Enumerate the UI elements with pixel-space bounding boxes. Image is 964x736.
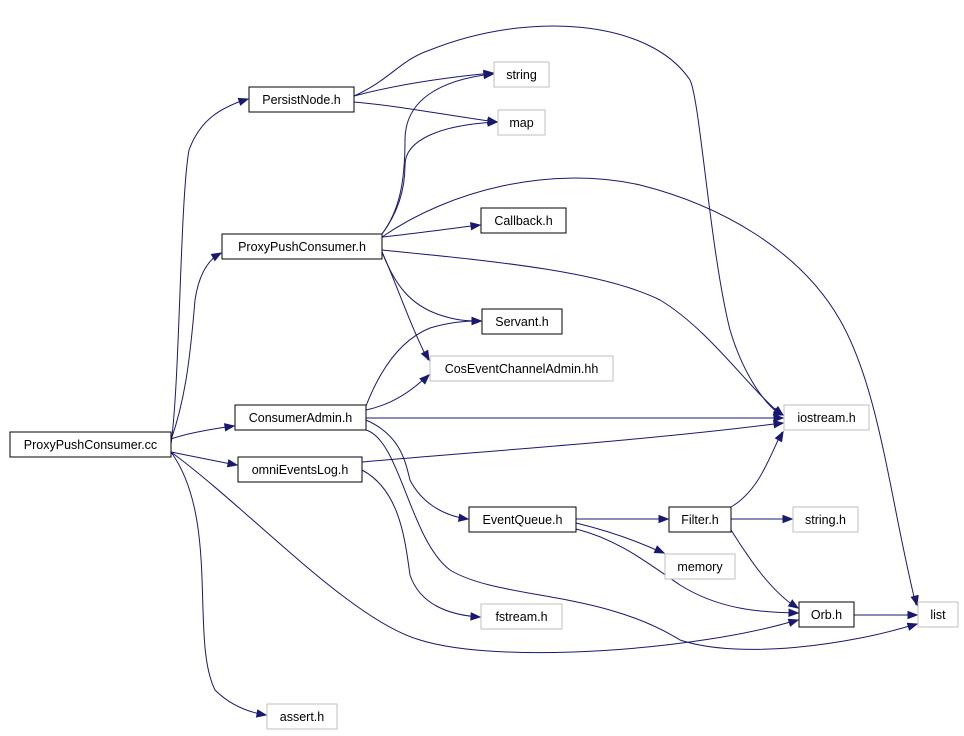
node-box (480, 603, 563, 630)
edge-filter-to-orb (730, 529, 800, 609)
edge-consumeradmin-to-eventqueue (365, 419, 470, 522)
node-box (917, 601, 959, 628)
edge-filter-to-string_h (731, 514, 794, 524)
edge-root-to-consumeradmin (170, 423, 236, 440)
node-eventqueue-h[interactable]: EventQueue.h (468, 506, 577, 533)
node-box (497, 109, 546, 136)
edge-proxypushconsumer-to-coseventchanneladmin (381, 251, 430, 362)
node-label: memory (677, 560, 723, 574)
edge-proxypushconsumer-to-map (381, 118, 499, 235)
node-label: list (930, 608, 946, 622)
node-box (480, 207, 567, 234)
edge-consumeradmin-to-list (365, 429, 919, 650)
node-label: EventQueue.h (483, 513, 563, 527)
node-box (664, 553, 736, 580)
node-proxypushconsumer-h[interactable]: ProxyPushConsumer.h (221, 233, 383, 260)
node-box (468, 506, 577, 533)
edge-orb-to-list (853, 610, 919, 620)
node-map[interactable]: map (497, 109, 546, 136)
node-memory[interactable]: memory (664, 553, 736, 580)
edge-proxypushconsumer-to-list (381, 177, 919, 607)
node-box (248, 86, 355, 113)
node-label: CosEventChannelAdmin.hh (445, 362, 599, 376)
edge-eventqueue-to-filter (576, 514, 670, 524)
edge-eventqueue-to-orb (575, 528, 800, 617)
node-box (234, 404, 367, 431)
node-assert-h[interactable]: assert.h (266, 703, 338, 730)
node-consumeradmin-h[interactable]: ConsumerAdmin.h (234, 404, 367, 431)
edge-consumeradmin-to-iostream (366, 413, 785, 423)
node-box (493, 61, 550, 88)
node-orb-h[interactable]: Orb.h (798, 601, 855, 628)
nodes-layer: ProxyPushConsumer.cc PersistNode.h strin… (9, 61, 959, 730)
node-label: fstream.h (495, 610, 547, 624)
node-label: Filter.h (681, 513, 719, 527)
node-box (9, 431, 172, 458)
edge-omnieventslog-to-fstream (361, 469, 482, 621)
node-iostream-h[interactable]: iostream.h (783, 404, 870, 431)
node-list[interactable]: list (917, 601, 959, 628)
edge-persistnode-to-string (353, 69, 495, 97)
node-label: map (509, 116, 533, 130)
node-box (429, 355, 614, 382)
node-box (798, 601, 855, 628)
node-box (221, 233, 383, 260)
node-persistnode-h[interactable]: PersistNode.h (248, 86, 355, 113)
node-coseventchanneladmin-hh[interactable]: CosEventChannelAdmin.hh (429, 355, 614, 382)
edge-omnieventslog-to-iostream (361, 420, 785, 463)
edge-persistnode-to-map (353, 101, 499, 125)
node-label: ConsumerAdmin.h (249, 411, 353, 425)
node-label: ProxyPushConsumer.cc (24, 438, 157, 452)
node-servant-h[interactable]: Servant.h (481, 308, 563, 335)
edge-consumeradmin-to-coseventchanneladmin (365, 374, 431, 411)
edge-proxypushconsumer-to-callback (381, 221, 482, 238)
node-proxypushconsumer-cc[interactable]: ProxyPushConsumer.cc (9, 431, 172, 458)
edge-proxypushconsumer-to-string (381, 70, 495, 235)
node-label: Callback.h (494, 214, 552, 228)
node-label: Orb.h (811, 608, 842, 622)
node-box (783, 404, 870, 431)
node-label: PersistNode.h (262, 93, 341, 107)
node-string-h[interactable]: string.h (792, 506, 859, 533)
node-box (668, 506, 732, 533)
edge-root-to-assert (170, 451, 268, 718)
node-box (237, 456, 363, 483)
edge-consumeradmin-to-servant (365, 316, 483, 407)
node-label: string.h (805, 513, 846, 527)
edge-filter-to-iostream (730, 430, 784, 508)
node-label: assert.h (280, 710, 325, 724)
node-box (266, 703, 338, 730)
edge-eventqueue-to-memory (575, 522, 666, 554)
node-omnieventslog-h[interactable]: omniEventsLog.h (237, 456, 363, 483)
node-label: Servant.h (495, 315, 549, 329)
node-label: ProxyPushConsumer.h (238, 240, 366, 254)
node-label: iostream.h (797, 411, 855, 425)
node-filter-h[interactable]: Filter.h (668, 506, 732, 533)
edge-root-to-proxypushconsumer (170, 252, 223, 441)
node-fstream-h[interactable]: fstream.h (480, 603, 563, 630)
node-label: string (506, 68, 537, 82)
node-box (481, 308, 563, 335)
node-label: omniEventsLog.h (252, 463, 349, 477)
node-callback-h[interactable]: Callback.h (480, 207, 567, 234)
node-string[interactable]: string (493, 61, 550, 88)
edge-root-to-persistnode (170, 97, 250, 445)
edges-layer (170, 25, 919, 718)
edge-proxypushconsumer-to-iostream (381, 249, 785, 416)
edge-root-to-omnieventslog (170, 451, 239, 468)
node-box (792, 506, 859, 533)
